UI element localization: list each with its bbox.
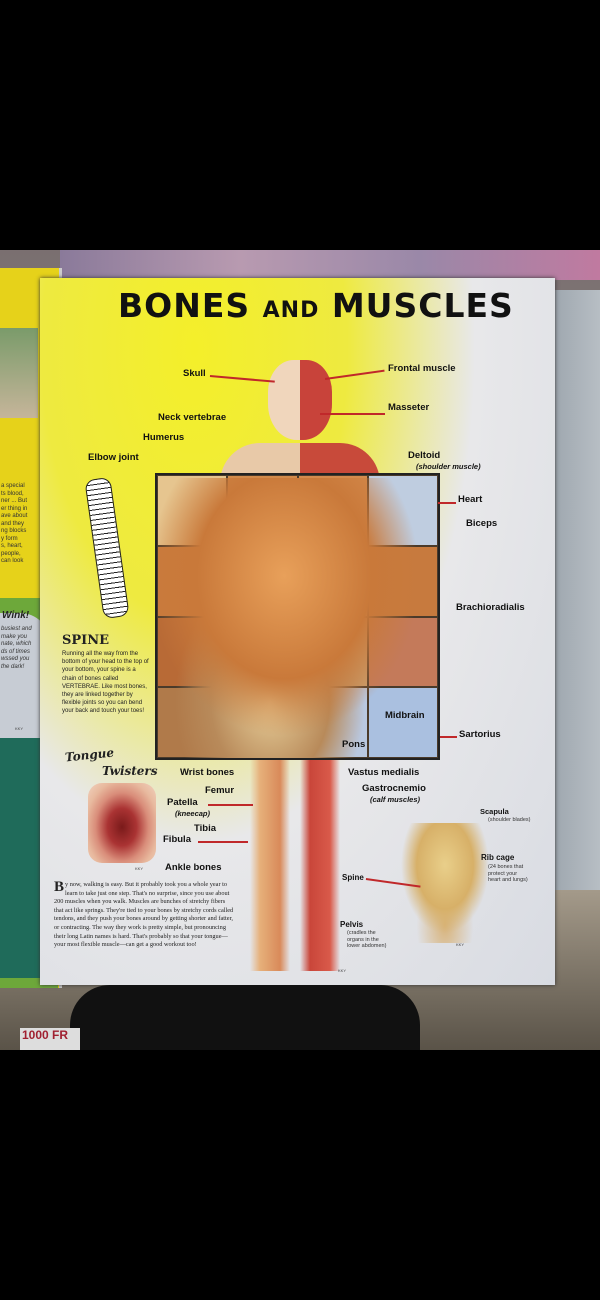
label-spine: Spine xyxy=(342,873,364,882)
spine-heading: SPINE xyxy=(62,633,110,648)
label-deltoid: Deltoid xyxy=(408,450,441,461)
label-midbrain: Midbrain xyxy=(385,710,425,721)
label-scapula: Scapula xyxy=(480,807,509,816)
label-patella: Patella xyxy=(167,797,198,808)
puzzle-tile[interactable] xyxy=(157,475,228,546)
leader-line xyxy=(208,804,253,806)
puzzle-tile[interactable] xyxy=(227,475,298,546)
label-pelvis: Pelvis xyxy=(340,920,364,929)
puzzle-tile[interactable] xyxy=(297,475,368,546)
floor-item-label: 1000 FR xyxy=(20,1028,80,1050)
puzzle-tile[interactable] xyxy=(227,616,298,688)
leader-line xyxy=(440,736,457,738)
label-humerus: Humerus xyxy=(143,432,185,443)
head-illustration xyxy=(268,360,332,440)
label-gastrocnemio: Gastrocnemio xyxy=(362,783,426,794)
spine-text: Running all the way from the bottom of y… xyxy=(62,651,149,715)
skeleton-illustration xyxy=(395,823,495,943)
puzzle-tile[interactable] xyxy=(367,475,438,546)
page-title: BONES AND MUSCLES xyxy=(118,286,514,325)
label-biceps: Biceps xyxy=(466,518,498,529)
paragraph-text: y now, walking is easy. But it probably … xyxy=(54,881,234,949)
label-pons: Pons xyxy=(342,739,366,750)
label-deltoid-sub: (shoulder muscle) xyxy=(416,462,481,471)
label-tibia: Tibia xyxy=(194,823,216,834)
left-credit: KKY xyxy=(15,726,24,731)
label-gastrocnemio-sub: (calf muscles) xyxy=(370,795,421,804)
skeleton-credit: KKY xyxy=(456,942,465,947)
puzzle-tile[interactable] xyxy=(157,616,228,688)
label-pelvis-sub: (cradles the organs in the lower abdomen… xyxy=(347,930,387,949)
book-page: BONES AND MUSCLES Skull Frontal muscle N… xyxy=(40,278,555,985)
left-page-text: a special ts blood, ner ... But er thing… xyxy=(1,483,28,564)
wink-heading: Wink! xyxy=(2,610,30,621)
wink-text: busiest and make you nate, which ds of t… xyxy=(1,626,32,670)
blanket xyxy=(60,250,600,280)
label-scapula-sub: (shoulder blades) xyxy=(488,817,531,823)
leader-line xyxy=(198,841,248,843)
spine-illustration xyxy=(84,476,130,620)
left-page-photo xyxy=(0,328,38,418)
puzzle-tile[interactable] xyxy=(227,687,298,758)
label-vastus-medialis: Vastus medialis xyxy=(348,767,420,778)
feet-shadow xyxy=(70,985,420,1050)
label-ankle-bones: Ankle bones xyxy=(165,862,222,873)
puzzle-tile[interactable] xyxy=(367,687,438,758)
puzzle-tile[interactable] xyxy=(157,545,228,617)
puzzle-tile[interactable] xyxy=(297,616,368,688)
leader-line xyxy=(320,413,385,415)
drop-cap: B xyxy=(54,879,65,895)
leader-line xyxy=(438,502,456,504)
legs-illustration xyxy=(245,756,345,971)
puzzle-tile[interactable] xyxy=(157,687,228,758)
label-rib-cage: Rib cage xyxy=(481,853,515,862)
label-patella-sub: (kneecap) xyxy=(175,809,211,818)
mouth-photo xyxy=(88,783,156,863)
label-rib-cage-sub: (24 bones that protect your heart and lu… xyxy=(488,864,528,883)
label-heart: Heart xyxy=(458,494,483,505)
puzzle-tile[interactable] xyxy=(297,545,368,617)
label-elbow-joint: Elbow joint xyxy=(88,452,139,463)
label-neck-vertebrae: Neck vertebrae xyxy=(158,412,227,423)
puzzle-tile[interactable] xyxy=(367,616,438,688)
label-brachioradialis: Brachioradialis xyxy=(456,602,525,613)
mouth-credit: KKY xyxy=(135,866,144,871)
label-frontal-muscle: Frontal muscle xyxy=(388,363,456,374)
label-masseter: Masseter xyxy=(388,402,430,413)
leader-line xyxy=(324,369,385,380)
left-page-teal xyxy=(0,738,40,978)
puzzle-tile[interactable] xyxy=(367,545,438,617)
tongue-twisters-title-1: Tongue xyxy=(64,745,115,765)
leader-line xyxy=(209,375,275,383)
puzzle-tile[interactable] xyxy=(227,545,298,617)
label-wrist-bones: Wrist bones xyxy=(180,767,235,778)
figure-credit: KKY xyxy=(338,968,347,973)
label-femur: Femur xyxy=(205,785,235,796)
label-skull: Skull xyxy=(183,368,206,379)
label-sartorius: Sartorius xyxy=(459,729,501,740)
tongue-twisters-title-2: Twisters xyxy=(102,764,158,778)
label-fibula: Fibula xyxy=(163,834,191,845)
